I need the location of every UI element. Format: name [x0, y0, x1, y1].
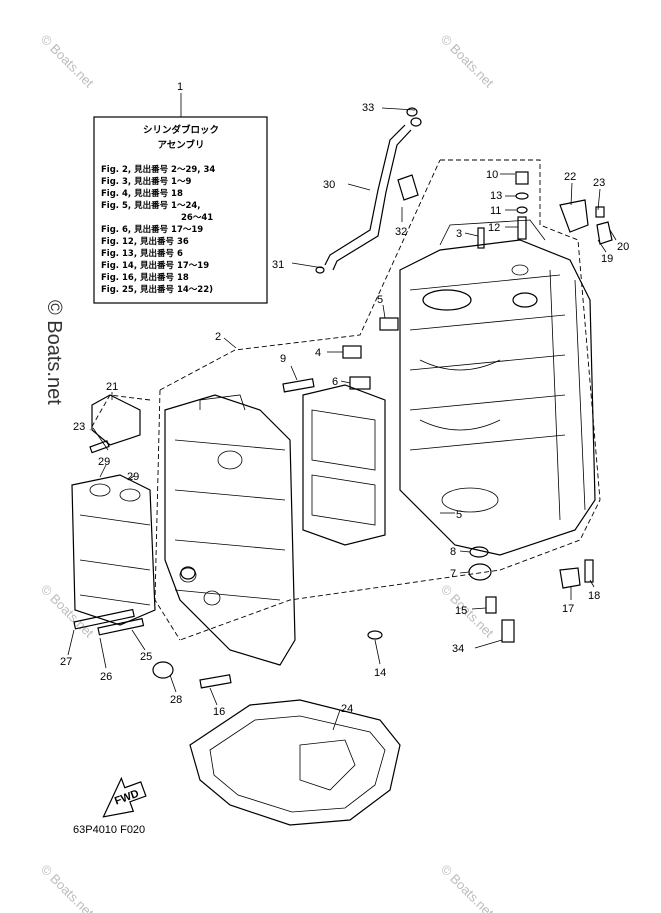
- callout-17: 17: [562, 603, 574, 615]
- callout-19: 19: [601, 253, 613, 265]
- crankcase: [164, 394, 296, 666]
- legend-line: Fig. 3, 見出番号 1～9: [101, 176, 191, 187]
- legend-line: Fig. 14, 見出番号 17～19: [101, 260, 209, 271]
- callout-10: 10: [486, 169, 498, 181]
- legend-line: Fig. 16, 見出番号 18: [101, 272, 189, 283]
- legend-line: Fig. 4, 見出番号 18: [101, 188, 183, 199]
- watermark-top-left: © Boats.net: [38, 32, 97, 91]
- callout-7: 7: [450, 568, 456, 580]
- intake-assembly: [71, 394, 156, 626]
- callout-23: 23: [593, 177, 605, 189]
- callout-13: 13: [490, 190, 502, 202]
- callout-1: 1: [177, 81, 183, 93]
- callout-25: 25: [140, 651, 152, 663]
- callout-30: 30: [323, 179, 335, 191]
- legend-line: Fig. 12, 見出番号 36: [101, 236, 189, 247]
- callout-32: 32: [395, 226, 407, 238]
- callout-5: 5: [377, 294, 383, 306]
- watermark-left-vertical: © Boats.net: [43, 300, 65, 405]
- figure-code: 63P4010 F020: [73, 824, 145, 836]
- watermark-mid-left: © Boats.net: [38, 582, 97, 641]
- callout-16: 16: [213, 706, 225, 718]
- callouts: 1 2 3 4 5 5 6 7 8 9 10 11 12 13 14 15 16…: [60, 81, 629, 718]
- callout-21: 21: [106, 381, 118, 393]
- callout-33: 33: [362, 102, 374, 114]
- watermark-bottom-left: © Boats.net: [38, 862, 97, 913]
- callout-15: 15: [455, 605, 467, 617]
- gasket: [189, 699, 401, 826]
- callout-22: 22: [564, 171, 576, 183]
- legend-line: 26～41: [181, 213, 213, 223]
- cylinder-block: [399, 219, 596, 556]
- callout-6: 6: [332, 376, 338, 388]
- legend-line: Fig. 13, 見出番号 6: [101, 248, 183, 259]
- watermark-mid-right: © Boats.net: [438, 582, 497, 641]
- callout-29b: 29: [127, 471, 139, 483]
- leader-lines: [67, 107, 617, 731]
- callout-5b: 5: [456, 509, 462, 521]
- callout-3: 3: [456, 228, 462, 240]
- callout-2: 2: [215, 331, 221, 343]
- callout-11: 11: [490, 205, 501, 217]
- callout-23b: 23: [73, 421, 85, 433]
- callout-20: 20: [617, 241, 629, 253]
- fwd-label: FWD: [113, 788, 141, 808]
- intake-plate: [302, 384, 386, 546]
- hose: [324, 124, 412, 271]
- callout-8: 8: [450, 546, 456, 558]
- callout-27: 27: [60, 656, 72, 668]
- legend-title-line2: アセンブリ: [157, 139, 204, 151]
- callout-26: 26: [100, 671, 112, 683]
- legend-title-line1: シリンダブロック: [143, 124, 219, 136]
- legend-line: Fig. 6, 見出番号 17～19: [101, 224, 203, 235]
- watermark-bottom-right: © Boats.net: [438, 862, 497, 913]
- legend-line: Fig. 5, 見出番号 1～24,: [101, 200, 201, 211]
- watermark-top-right: © Boats.net: [438, 32, 497, 91]
- legend-line: Fig. 2, 見出番号 2～29, 34: [101, 164, 215, 175]
- callout-4: 4: [315, 347, 321, 359]
- callout-24: 24: [341, 703, 353, 715]
- callout-9: 9: [280, 353, 286, 365]
- legend-line: Fig. 25, 見出番号 14～22): [101, 284, 213, 295]
- callout-12: 12: [488, 222, 500, 234]
- callout-31: 31: [272, 259, 284, 271]
- callout-29: 29: [98, 456, 110, 468]
- callout-34: 34: [452, 643, 464, 655]
- legend-box: シリンダブロック アセンブリ Fig. 2, 見出番号 2～29, 34 Fig…: [93, 93, 268, 304]
- callout-18: 18: [588, 590, 600, 602]
- callout-28: 28: [170, 694, 182, 706]
- fwd-arrow: FWD: [102, 776, 147, 818]
- callout-14: 14: [374, 667, 386, 679]
